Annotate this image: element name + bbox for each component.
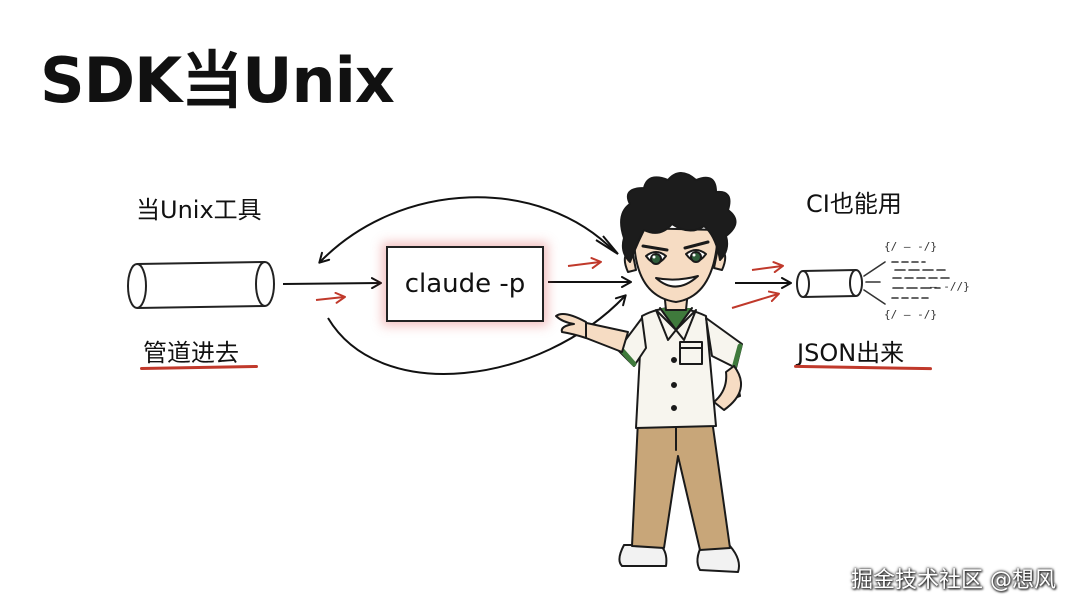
json-out-label: JSON出来 (797, 339, 905, 367)
red-flow-arrow-2 (567, 257, 602, 269)
top-loop-arrowhead-right (595, 235, 619, 255)
unix-tool-label: 当Unix工具 (136, 196, 262, 224)
ci-label: CI也能用 (806, 190, 902, 218)
pipe-to-cmd-arrow (282, 277, 382, 290)
json-glyph-top: {/ — -/} (884, 240, 937, 253)
json-glyph-mid: — -//} (930, 280, 970, 293)
page-title: SDK当Unix (40, 44, 395, 117)
anime-boy-illustration (555, 172, 743, 573)
red-flow-arrow-1 (315, 291, 346, 304)
output-pipe (796, 269, 863, 298)
command-box: claude -p (386, 246, 544, 322)
json-glyph-bottom: {/ — -/} (884, 308, 937, 321)
input-pipe (127, 261, 275, 309)
json-spray-icon (863, 261, 951, 305)
red-flow-arrow-3 (751, 261, 784, 274)
top-loop-arrow (318, 196, 616, 264)
watermark: 掘金技术社区 @想风 (851, 568, 1056, 593)
red-flow-arrow-4 (731, 290, 780, 309)
pipe-in-label: 管道进去 (143, 339, 239, 367)
